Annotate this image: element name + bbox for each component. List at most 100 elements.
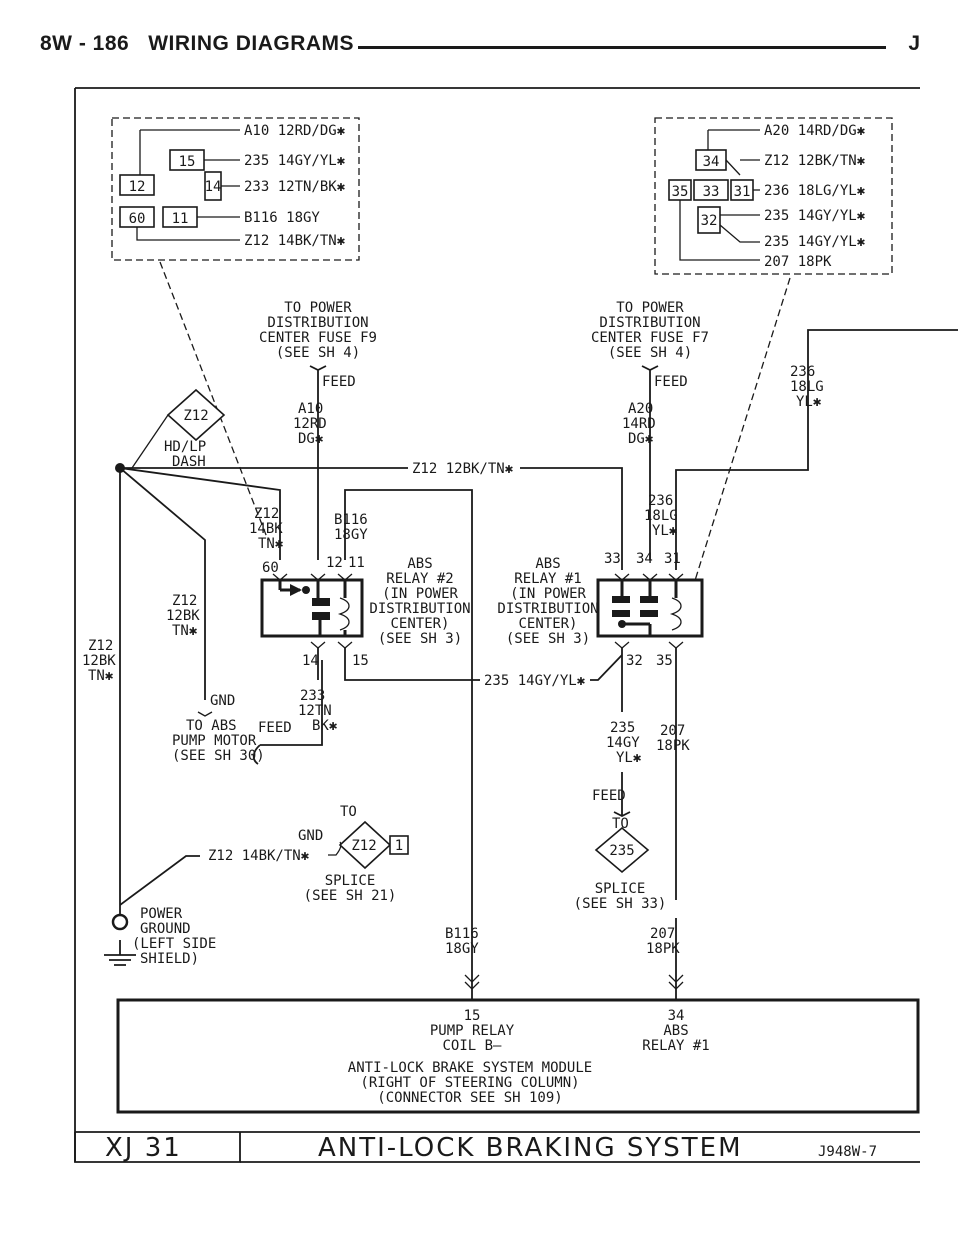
svg-text:GND: GND [298, 828, 323, 844]
svg-text:18GY: 18GY [445, 941, 479, 957]
svg-text:32: 32 [626, 653, 643, 669]
svg-text:14BK: 14BK [249, 521, 283, 537]
svg-text:14: 14 [205, 179, 222, 195]
svg-text:DG✱: DG✱ [628, 431, 654, 447]
svg-text:DISTRIBUTION: DISTRIBUTION [267, 315, 368, 331]
svg-text:12BK: 12BK [166, 608, 200, 624]
svg-text:235: 235 [610, 720, 635, 736]
diagram-frame [74, 87, 920, 1162]
svg-text:(LEFT SIDE: (LEFT SIDE [132, 936, 216, 952]
svg-text:Z12: Z12 [88, 638, 113, 654]
svg-text:34: 34 [703, 154, 720, 170]
header-rule [358, 46, 886, 49]
svg-text:31: 31 [664, 551, 681, 567]
svg-text:YL✱: YL✱ [796, 394, 822, 410]
left-connector-view: 15 12 14 60 11 A10 12RD/DG✱ 235 14GY/YL✱… [111, 117, 360, 261]
svg-text:DISTRIBUTION: DISTRIBUTION [599, 315, 700, 331]
svg-text:(SEE SH 4): (SEE SH 4) [608, 345, 692, 361]
svg-text:235 14GY/YL✱: 235 14GY/YL✱ [764, 234, 866, 250]
svg-text:B116: B116 [445, 926, 479, 942]
svg-text:Z12: Z12 [172, 593, 197, 609]
svg-text:(CONNECTOR SEE SH 109): (CONNECTOR SEE SH 109) [377, 1090, 562, 1106]
right-lower-wires: 235 14GY YL✱ 207 18PK FEED TO 235 SPLICE… [574, 720, 690, 1000]
svg-text:DASH: DASH [172, 454, 206, 470]
svg-text:207 18PK: 207 18PK [764, 254, 832, 270]
svg-text:14RD: 14RD [622, 416, 656, 432]
svg-text:235 14GY/YL✱: 235 14GY/YL✱ [484, 673, 586, 689]
abs-relay-2: 60 12 11 14 15 ABS RELAY #2 (IN POWER DI… [260, 555, 478, 681]
right-connector-view: 34 35 33 31 32 A20 14RD/DG✱ Z12 12BK/TN✱… [654, 117, 893, 275]
svg-text:PUMP RELAY: PUMP RELAY [430, 1023, 515, 1039]
svg-text:CENTER FUSE F7: CENTER FUSE F7 [591, 330, 709, 346]
svg-text:12: 12 [129, 179, 146, 195]
abs-relay-1: 33 34 31 32 35 ABS RELAY #1 (IN POWER DI… [497, 493, 704, 900]
svg-text:(SEE SH 3): (SEE SH 3) [506, 631, 590, 647]
wire-236-far-right: 236 18LG YL✱ [675, 329, 958, 570]
svg-text:DISTRIBUTION: DISTRIBUTION [497, 601, 598, 617]
svg-text:XJ 31: XJ 31 [105, 1133, 182, 1163]
svg-text:11: 11 [172, 211, 189, 227]
svg-text:233 12TN/BK✱: 233 12TN/BK✱ [244, 179, 346, 195]
svg-text:236 18LG/YL✱: 236 18LG/YL✱ [764, 183, 866, 199]
svg-text:BK✱: BK✱ [312, 718, 338, 734]
svg-text:12TN: 12TN [298, 703, 332, 719]
cavity-12 [119, 174, 155, 196]
header-title: 8W - 186 WIRING DIAGRAMS [40, 32, 355, 55]
svg-text:J948W-7: J948W-7 [818, 1144, 877, 1160]
splice-hdlp-dash: Z12 HD/LP DASH Z12 12BK/TN✱ [115, 388, 623, 570]
svg-text:207: 207 [660, 723, 685, 739]
svg-text:HD/LP: HD/LP [164, 439, 206, 455]
svg-text:33: 33 [604, 551, 621, 567]
svg-text:15: 15 [352, 653, 369, 669]
svg-text:TN✱: TN✱ [172, 623, 198, 639]
svg-text:Z12 14BK/TN✱: Z12 14BK/TN✱ [244, 233, 346, 249]
svg-text:12: 12 [326, 555, 343, 571]
svg-text:ABS: ABS [535, 556, 560, 572]
svg-text:35: 35 [656, 653, 673, 669]
svg-text:235 14GY/YL✱: 235 14GY/YL✱ [244, 153, 346, 169]
svg-text:Z12: Z12 [351, 838, 376, 854]
svg-text:60: 60 [262, 560, 279, 576]
svg-text:(SEE SH 4): (SEE SH 4) [276, 345, 360, 361]
power-feed-left: TO POWER DISTRIBUTION CENTER FUSE F9 (SE… [259, 300, 377, 560]
svg-text:TN✱: TN✱ [258, 536, 284, 552]
svg-text:ANTI-LOCK BRAKING SYSTEM: ANTI-LOCK BRAKING SYSTEM [318, 1133, 743, 1163]
header-edition: J [908, 32, 920, 55]
svg-text:235: 235 [609, 843, 634, 859]
svg-text:1: 1 [395, 838, 403, 854]
svg-text:CENTER): CENTER) [390, 616, 449, 632]
svg-text:(IN POWER: (IN POWER [382, 586, 458, 602]
svg-text:60: 60 [129, 211, 146, 227]
svg-text:18PK: 18PK [646, 941, 680, 957]
page-header: 8W - 186 WIRING DIAGRAMS J [40, 32, 920, 62]
left-leader [159, 261, 269, 541]
svg-text:A20: A20 [628, 401, 653, 417]
left-ground-wires: Z12 14BK TN✱ Z12 12BK TN✱ Z12 12BK TN✱ G… [82, 467, 338, 905]
svg-text:TO: TO [340, 804, 357, 820]
svg-text:FEED: FEED [654, 374, 688, 390]
svg-text:CENTER): CENTER) [518, 616, 577, 632]
svg-text:Z12 12BK/TN✱: Z12 12BK/TN✱ [412, 461, 514, 477]
svg-text:SPLICE: SPLICE [595, 881, 646, 897]
svg-text:(SEE SH 30): (SEE SH 30) [172, 748, 265, 764]
svg-text:33: 33 [703, 184, 720, 200]
svg-text:11: 11 [348, 555, 365, 571]
svg-text:TN✱: TN✱ [88, 668, 114, 684]
footer: XJ 31 ANTI-LOCK BRAKING SYSTEM J948W-7 [74, 1132, 920, 1163]
svg-text:Z12: Z12 [254, 506, 279, 522]
svg-text:FEED: FEED [592, 788, 626, 804]
power-ground-symbol: POWER GROUND (LEFT SIDE SHIELD) [104, 905, 216, 967]
right-leader [691, 277, 791, 591]
svg-text:236: 236 [790, 364, 815, 380]
svg-text:235 14GY/YL✱: 235 14GY/YL✱ [764, 208, 866, 224]
svg-text:FEED: FEED [322, 374, 356, 390]
svg-text:31: 31 [734, 184, 751, 200]
cavity-32 [697, 206, 721, 234]
svg-text:RELAY #1: RELAY #1 [642, 1038, 709, 1054]
svg-text:FEED: FEED [258, 720, 292, 736]
svg-text:A10: A10 [298, 401, 323, 417]
svg-text:Z12 12BK/TN✱: Z12 12BK/TN✱ [764, 153, 866, 169]
svg-text:18LG: 18LG [644, 508, 678, 524]
svg-text:34: 34 [636, 551, 653, 567]
